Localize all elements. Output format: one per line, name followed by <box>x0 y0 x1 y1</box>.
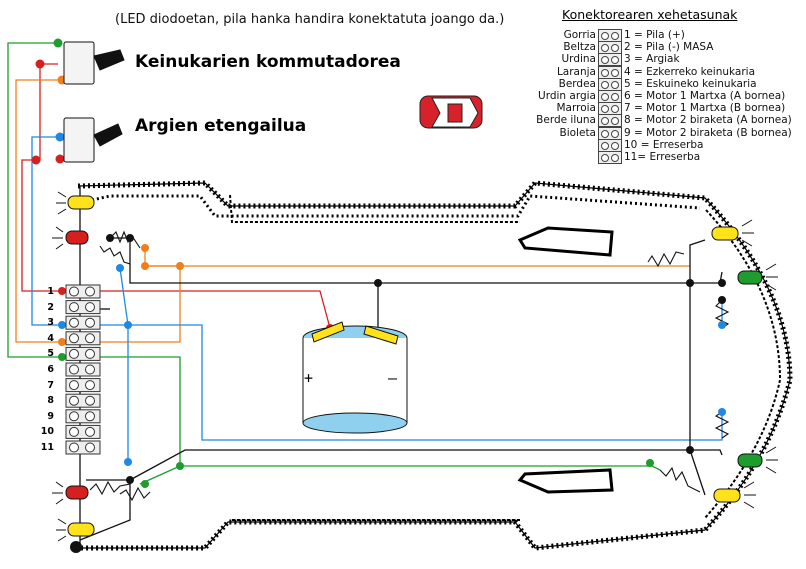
terminal-screw <box>85 333 95 344</box>
terminal-screw <box>85 411 95 422</box>
legend-wire-color: Berde iluna <box>536 114 596 127</box>
terminal-screw <box>85 286 95 297</box>
led-red-left-bottom <box>52 481 89 505</box>
connector-terminal-number: 2 <box>47 301 54 313</box>
connector-terminal-number: 10 <box>40 426 54 438</box>
car-icon <box>419 95 483 129</box>
legend-connector-icon <box>598 126 622 140</box>
terminal-screw <box>69 442 79 453</box>
legend-function: 8 = Motor 2 biraketa (A bornea) <box>624 114 792 127</box>
led-yellow-rear-left <box>56 518 95 542</box>
led-green-right-bottom <box>737 446 778 474</box>
switch-wings-body <box>63 41 125 85</box>
terminal-screw <box>85 364 95 375</box>
terminal-screw <box>69 395 79 406</box>
legend-connector-icon <box>598 90 622 103</box>
legend-connector-icon <box>598 65 622 79</box>
battery-minus-label: – <box>388 369 398 387</box>
terminal-screw <box>85 442 95 453</box>
connector-terminal-number: 1 <box>47 286 54 297</box>
led-yellow-rear-right <box>713 481 756 509</box>
legend-connector-icon <box>598 77 622 91</box>
chassis-outline <box>77 180 793 551</box>
battery <box>302 321 408 434</box>
battery-plus-label: + <box>304 369 314 387</box>
legend-function: 10 = Erreserba <box>624 138 704 151</box>
terminal-screw <box>69 411 79 422</box>
connector-terminal-number: 11 <box>40 442 54 453</box>
legend-function: 7 = Motor 1 Martxa (B bornea) <box>624 102 786 115</box>
terminal-screw <box>85 348 95 359</box>
legend-wire-color: Urdina <box>561 53 597 66</box>
led-green-right-top <box>737 263 778 291</box>
legend-function: 5 = Eskuineko keinukaria <box>624 77 757 90</box>
led-red-left-top <box>52 226 89 250</box>
terminal-screw <box>69 348 79 359</box>
connector-terminal-number: 8 <box>47 395 54 407</box>
legend-title: Konektorearen xehetasunak <box>562 7 738 22</box>
led-yellow-front-right <box>711 219 754 247</box>
legend-wire-color: Bioleta <box>559 126 596 139</box>
terminal-screw <box>69 380 79 391</box>
connector-block <box>65 284 101 455</box>
legend-function: 2 = Pila (-) MASA <box>624 41 714 54</box>
terminal-screw <box>69 364 79 375</box>
resistors <box>89 230 730 502</box>
legend-function: 4 = Ezkerreko keinukaria <box>624 65 756 78</box>
legend-connector-icon <box>598 29 622 42</box>
terminal-screw <box>85 426 95 437</box>
connector-terminal-number: 7 <box>47 379 54 391</box>
connector-terminal-number: 4 <box>47 332 54 344</box>
legend-function: 6 = Motor 1 Martxa (A bornea) <box>624 90 786 102</box>
diagram-note: (LED diodoetan, pila hanka handira konek… <box>115 12 505 27</box>
legend-wire-color: Marroia <box>556 102 597 115</box>
legend-function: 3 = Argiak <box>624 53 680 66</box>
legend-function: 11= Erreserba <box>624 151 701 163</box>
legend-connector-icon <box>598 151 622 164</box>
legend-wire-color: Laranja <box>556 65 596 78</box>
legend-connector-icon <box>598 102 622 116</box>
terminal-screw <box>69 317 79 328</box>
legend-connector-icon <box>598 41 622 55</box>
terminal-screw <box>69 302 79 313</box>
legend-connector-icon <box>598 138 622 152</box>
legend-wire-color: Beltza <box>563 41 596 54</box>
legend-wire-color: Urdin argia <box>538 90 596 102</box>
switch-wings-label: Keinukarien kommutadorea <box>135 52 401 72</box>
legend-wire-color: Gorria <box>563 29 596 41</box>
connector-terminal-number: 5 <box>47 348 54 360</box>
switch-lights-body <box>63 117 123 163</box>
connector-terminal-number: 6 <box>47 364 54 375</box>
terminal-screw <box>85 317 95 328</box>
terminal-screw <box>85 302 95 313</box>
legend-connector-icon <box>598 114 622 128</box>
legend-connector-icon <box>598 53 622 67</box>
terminal-screw <box>85 380 95 391</box>
connector-terminal-number: 3 <box>47 317 54 329</box>
legend-function: 9 = Motor 2 biraketa (B bornea) <box>624 126 792 139</box>
terminal-screw <box>69 286 79 297</box>
connector-terminal-number: 9 <box>47 410 54 422</box>
led-yellow-front-left <box>56 191 95 215</box>
terminal-screw <box>69 426 79 437</box>
switch-lights-label: Argien etengailua <box>135 116 307 136</box>
terminal-screw <box>69 333 79 344</box>
legend-function: 1 = Pila (+) <box>624 29 685 41</box>
terminal-screw <box>85 395 95 406</box>
legend-wire-color: Berdea <box>558 77 596 90</box>
